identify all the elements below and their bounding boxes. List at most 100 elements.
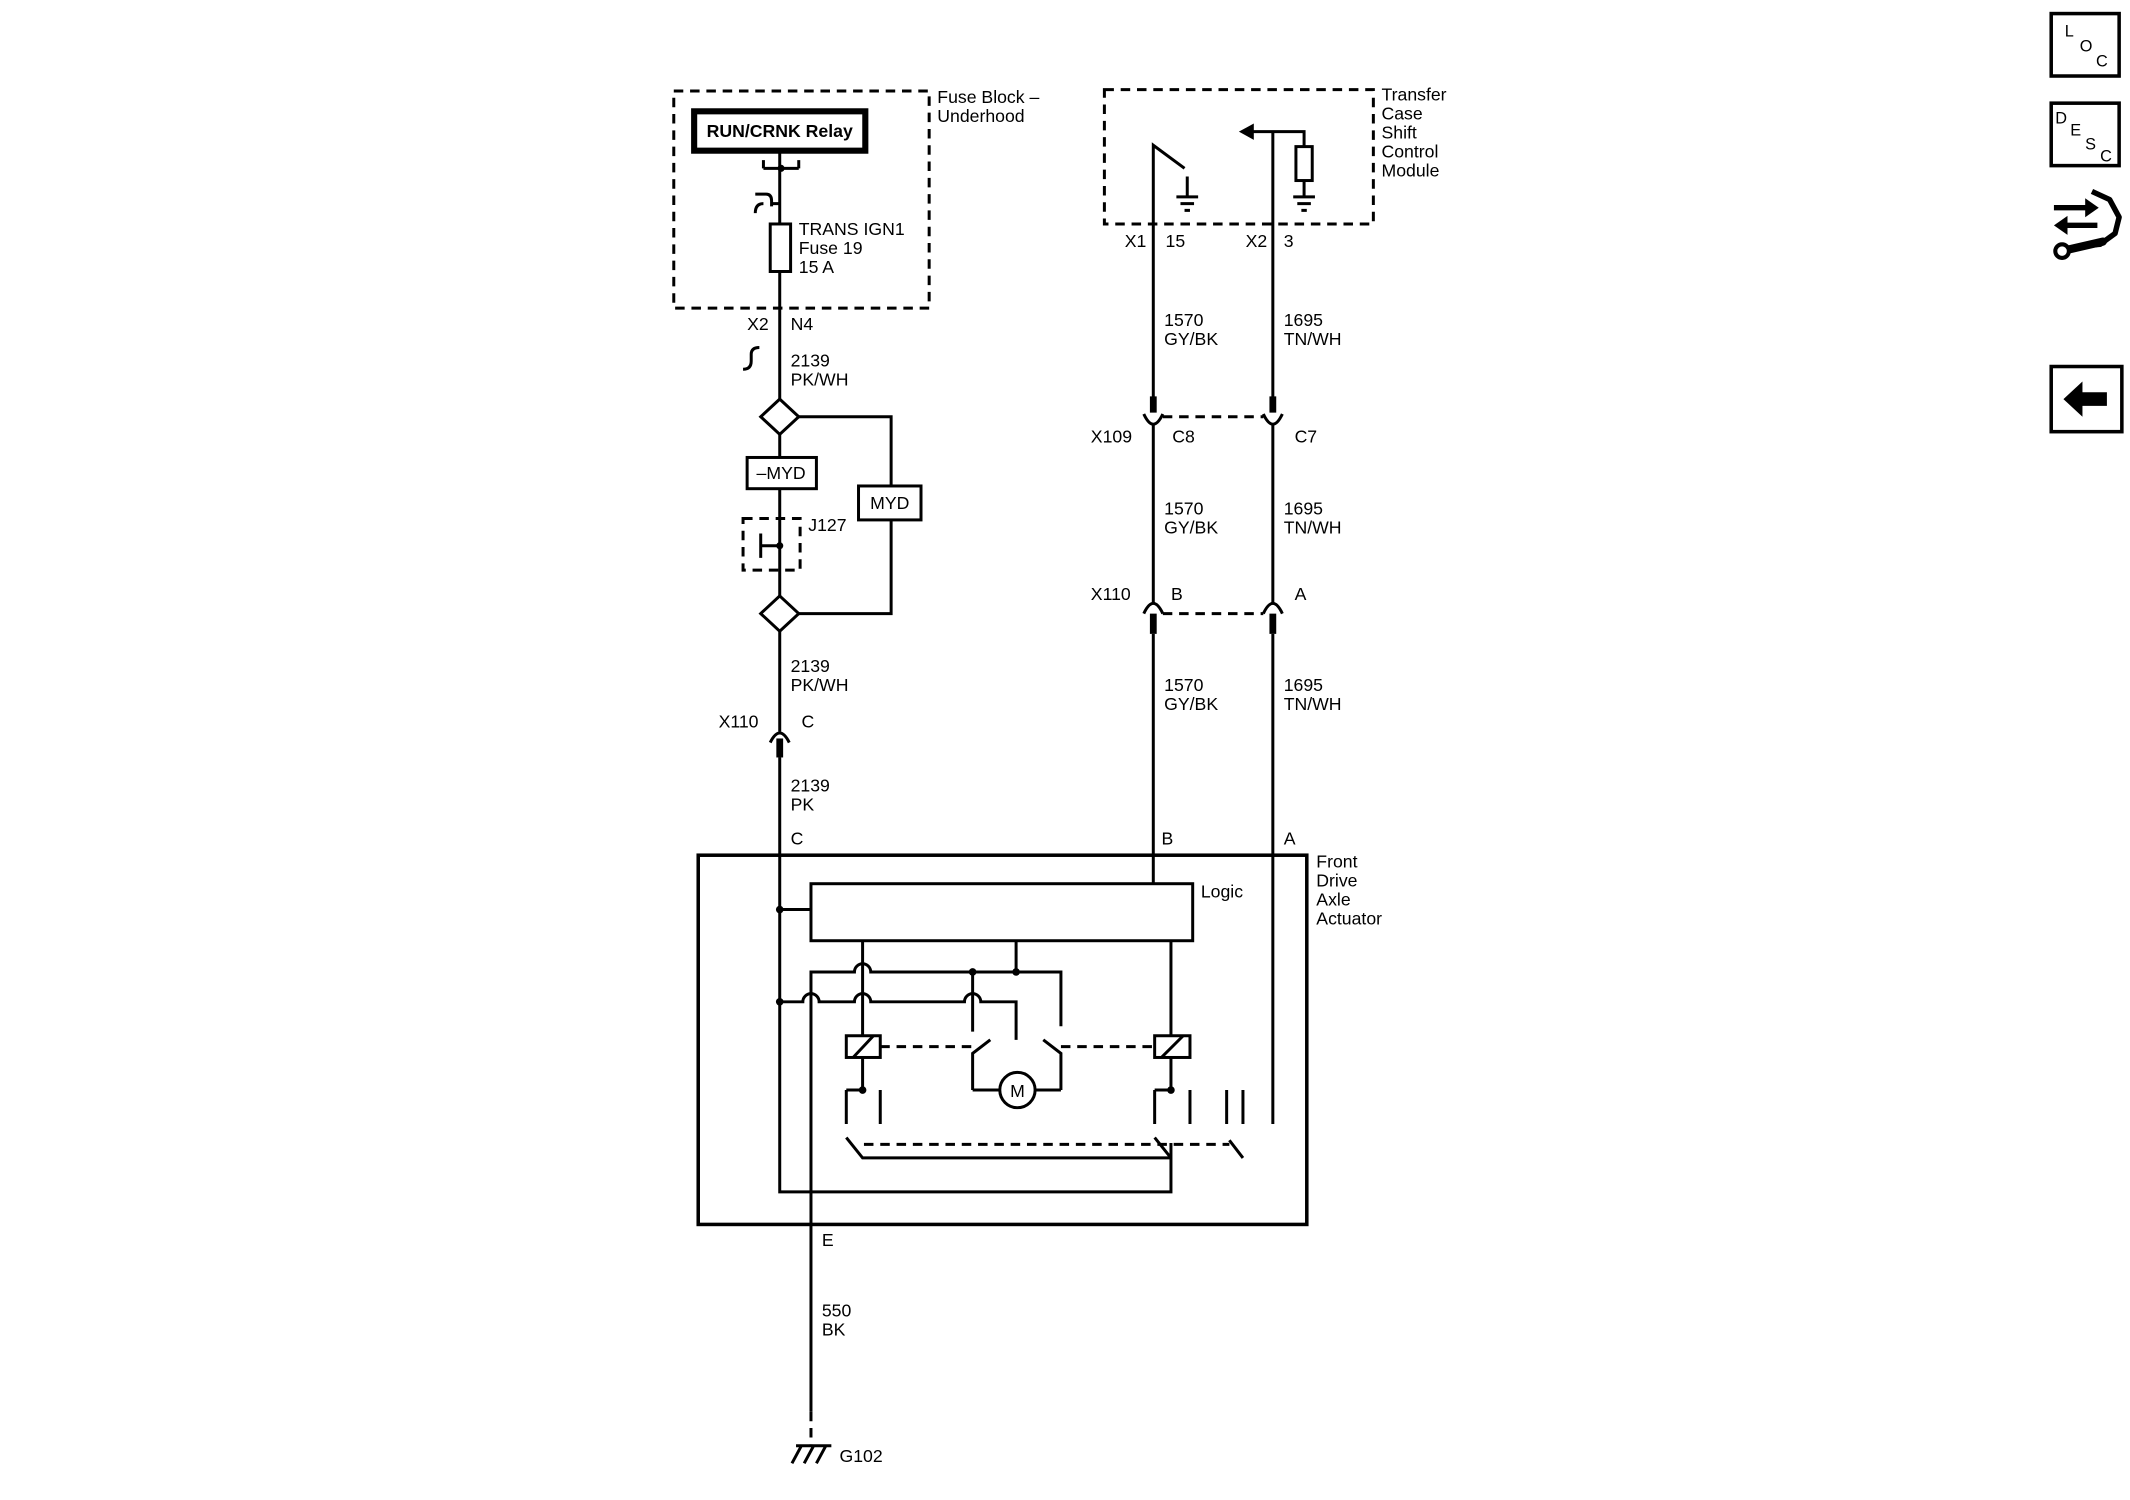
run-crnk-relay-box (691, 108, 869, 154)
actuator-pin-b-label: B (1161, 828, 1173, 848)
tcscm-title-line-1: Transfer (1382, 84, 1447, 104)
x110-c-pin-label: C (801, 712, 814, 732)
circuits-1570-1695: 1570 GY/BK 1695 TN/WH X109 C8 C7 1570 GY… (1091, 223, 1342, 1124)
x110-male-terminals (1149, 613, 1277, 634)
tcscm-resistor (1294, 145, 1314, 183)
motor-switch-contacts (971, 1038, 1063, 1091)
wire-1695-number-upper: 1695 (1284, 310, 1323, 330)
fuse-block-underhood: Fuse Block – Underhood RUN/CRNK Relay TR… (672, 87, 1040, 310)
tcscm-x2-pin-label: 3 (1284, 231, 1294, 251)
fuse-block-title-line-2: Underhood (937, 106, 1024, 126)
wrench-icon (2063, 237, 2107, 254)
actuator-pin-e-label: E (822, 1230, 834, 1250)
wrench-jaw-icon (2053, 242, 2071, 260)
wire-1695-color-upper: TN/WH (1284, 329, 1342, 349)
tcscm-x2-connector-label: X2 (1246, 231, 1268, 251)
ground-circuit-550: E 550 BK G102 (790, 1224, 883, 1466)
ignition-logic-node (775, 905, 784, 914)
x109-male-terminals (1149, 396, 1277, 413)
tcscm-switch-ground (1176, 176, 1199, 212)
ground-symbol-icon (790, 1444, 832, 1465)
arrow-left-head-icon (2053, 215, 2068, 235)
not-myd-option-box (745, 455, 818, 491)
motor-label: M (1010, 1081, 1025, 1101)
ground-g102-label: G102 (840, 1446, 883, 1466)
fuse-label-line-1: TRANS IGN1 (799, 219, 905, 239)
fuse-block-connector-label: X2 (747, 314, 769, 334)
x110-connector-label: X110 (1091, 584, 1131, 604)
splice-myd-branch (798, 415, 893, 616)
loc-button[interactable]: L O C (2049, 11, 2121, 78)
wire-1570-color-lower: GY/BK (1164, 694, 1218, 714)
wire-550-color: BK (822, 1320, 846, 1340)
x109-pin-c8-label: C8 (1172, 427, 1195, 447)
x109-female-terminals (1142, 413, 1284, 426)
ignition-feed-loop (778, 855, 1173, 1194)
j127-label: J127 (808, 515, 846, 535)
run-crnk-relay-label: RUN/CRNK Relay (707, 121, 853, 141)
back-button[interactable] (2049, 364, 2124, 434)
not-myd-option-label: –MYD (757, 463, 806, 483)
wire-2139-color-middle: PK/WH (791, 675, 849, 695)
x109-connector-label: X109 (1091, 427, 1132, 447)
ground-node-right (1012, 968, 1020, 976)
wire-1695-color-middle: TN/WH (1284, 517, 1342, 537)
j127-node (776, 542, 784, 550)
back-arrow-icon (2063, 381, 2107, 417)
tcscm-title-line-3: Shift (1382, 122, 1417, 142)
tcscm-title-line-2: Case (1382, 103, 1423, 123)
wire-1570-number-lower: 1570 (1164, 675, 1203, 695)
wire-1570-color-middle: GY/BK (1164, 517, 1218, 537)
loc-button-frame[interactable] (2049, 11, 2121, 78)
desc-letter-s: S (2085, 135, 2096, 153)
fuse-block-outline (672, 89, 931, 310)
left-relay-coil-winding (851, 1034, 875, 1059)
tcscm-title-line-4: Control (1382, 141, 1439, 161)
wire-2139-number-middle: 2139 (791, 656, 830, 676)
loc-letter-l: L (2065, 23, 2074, 41)
position-switch-blades (845, 1136, 1245, 1160)
actuator-outline (696, 853, 1309, 1227)
desc-letter-d: D (2055, 110, 2067, 128)
front-drive-axle-actuator: Front Drive Axle Actuator Logic M (696, 851, 1382, 1227)
myd-option-label: MYD (870, 493, 909, 513)
fuse-block-pin-label: N4 (791, 314, 814, 334)
right-relay-coil-winding (1160, 1034, 1185, 1059)
tcscm-output-wire (1252, 130, 1306, 224)
tcscm-x1-pin-label: 15 (1166, 231, 1186, 251)
wiring-tools-button[interactable] (2048, 184, 2125, 264)
wire-550-number: 550 (822, 1301, 852, 1321)
wire-1570-number-middle: 1570 (1164, 498, 1203, 518)
right-switch-contacts (1153, 1057, 1245, 1124)
fuse-19-symbol (768, 222, 793, 273)
right-switch-node (1167, 1086, 1175, 1094)
tcscm-title-line-5: Module (1382, 160, 1440, 180)
actuator-title-line-4: Actuator (1316, 908, 1382, 928)
x110-pin-b-label: B (1171, 584, 1183, 604)
actuator-pin-c-label: C (791, 828, 804, 848)
wire-1695-number-middle: 1695 (1284, 498, 1323, 518)
tcscm-resistor-ground (1293, 195, 1315, 212)
myd-option-box (857, 484, 923, 522)
actuator-title-line-3: Axle (1316, 889, 1351, 909)
fuse-label-line-2: Fuse 19 (799, 238, 863, 258)
fuse-label-line-3: 15 A (799, 257, 835, 277)
actuator-title-line-2: Drive (1316, 870, 1357, 890)
tcscm-switch (1151, 142, 1186, 224)
x110-c-female-terminal (768, 731, 791, 744)
wire-1570-number-upper: 1570 (1164, 310, 1203, 330)
tcscm-outline (1102, 88, 1375, 226)
desc-button-frame[interactable] (2049, 101, 2121, 168)
tcscm-output-arrow-icon (1238, 123, 1254, 140)
j127-jumper-outline (741, 517, 802, 572)
loc-letter-c: C (2096, 53, 2108, 71)
desc-button[interactable]: D E S C (2049, 101, 2121, 168)
wire-1695-color-lower: TN/WH (1284, 694, 1342, 714)
logic-label: Logic (1201, 881, 1243, 901)
left-switch-node (858, 1086, 867, 1094)
transfer-case-shift-control-module: Transfer Case Shift Control Module X1 15… (1102, 84, 1447, 251)
desc-letter-e: E (2070, 122, 2081, 140)
x110-female-terminals (1142, 601, 1284, 615)
